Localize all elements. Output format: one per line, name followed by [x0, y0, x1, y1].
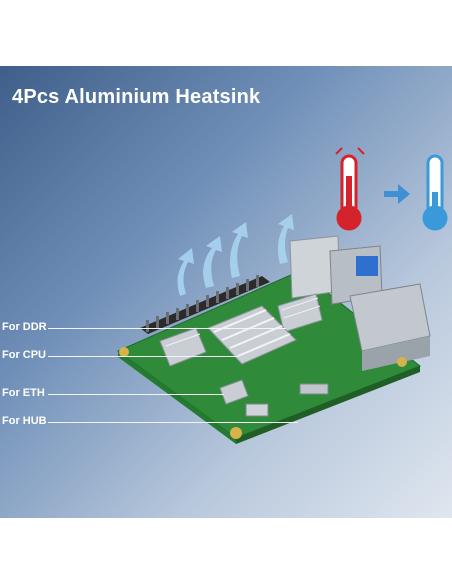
airflow-arrows-icon [177, 214, 294, 296]
product-illustration [117, 147, 448, 444]
arrow-right-icon [384, 184, 410, 204]
leader-line-ddr [48, 328, 286, 329]
hot-thermometer-icon [335, 147, 365, 231]
label-for-ddr: For DDR [2, 321, 47, 333]
product-banner: 4Pcs Aluminium Heatsink For DDR For CPU … [0, 66, 452, 518]
label-for-cpu: For CPU [2, 349, 46, 361]
heatsink-hub [219, 379, 249, 405]
usb-c-port [245, 403, 269, 417]
leader-line-cpu [48, 356, 238, 357]
banner-title: 4Pcs Aluminium Heatsink [12, 86, 261, 108]
mounting-hole [230, 427, 242, 439]
label-for-eth: For ETH [2, 387, 45, 399]
leader-line-eth [48, 394, 224, 395]
hdmi-port [299, 383, 329, 395]
heatsink-cpu [207, 305, 297, 365]
label-for-hub: For HUB [2, 415, 47, 427]
gpio-header [140, 275, 270, 334]
cold-thermometer-icon [422, 154, 448, 231]
heatsink-ddr [277, 293, 323, 333]
ports [289, 235, 431, 371]
leader-line-hub [48, 422, 298, 423]
